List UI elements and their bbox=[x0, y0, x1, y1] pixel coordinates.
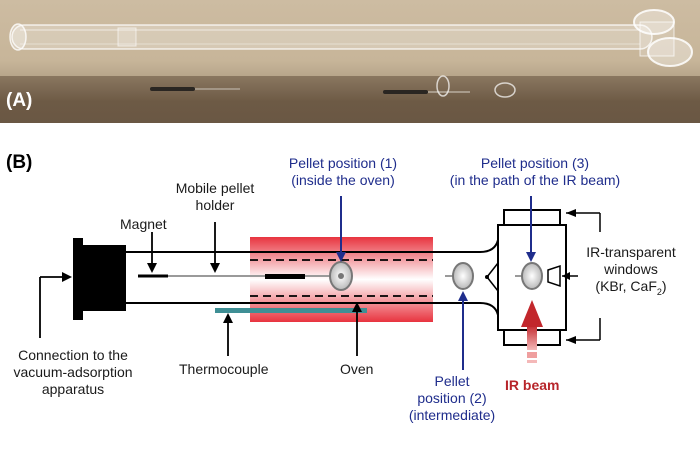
connector-body bbox=[83, 245, 126, 311]
ir-beam-head bbox=[521, 300, 543, 327]
pellet-2 bbox=[452, 262, 474, 290]
connection-label: Connection to the vacuum-adsorption appa… bbox=[13, 347, 133, 397]
thermocouple-bar bbox=[215, 308, 367, 313]
ir-beam-shaft bbox=[527, 325, 537, 350]
oven-label: Oven bbox=[340, 361, 374, 377]
pellet-position-3-label: Pellet position (3) (in the path of the … bbox=[449, 155, 621, 188]
thermocouple-label: Thermocouple bbox=[179, 361, 269, 377]
ir-beam-label: IR beam bbox=[505, 377, 560, 393]
photo-tabletop bbox=[0, 76, 700, 123]
glass-cell-photo bbox=[9, 9, 693, 98]
pellet-3 bbox=[521, 262, 543, 290]
photo-background-wall bbox=[0, 0, 700, 76]
photo-panel-a: (A) bbox=[0, 0, 700, 123]
pellet-position-1-label: Pellet position (1) (inside the oven) bbox=[288, 155, 398, 188]
pellet-position-2-label: Pellet position (2) (intermediate) bbox=[408, 373, 496, 423]
magnet-label: Magnet bbox=[120, 216, 167, 232]
panel-a-label: (A) bbox=[6, 90, 33, 111]
connector-flange bbox=[73, 238, 83, 320]
ir-windows-label: IR-transparent windows (KBr, CaF2) bbox=[586, 244, 676, 297]
panel-b-label: (B) bbox=[6, 152, 33, 173]
mobile-pellet-holder-label: Mobile pellet holder bbox=[175, 180, 255, 213]
